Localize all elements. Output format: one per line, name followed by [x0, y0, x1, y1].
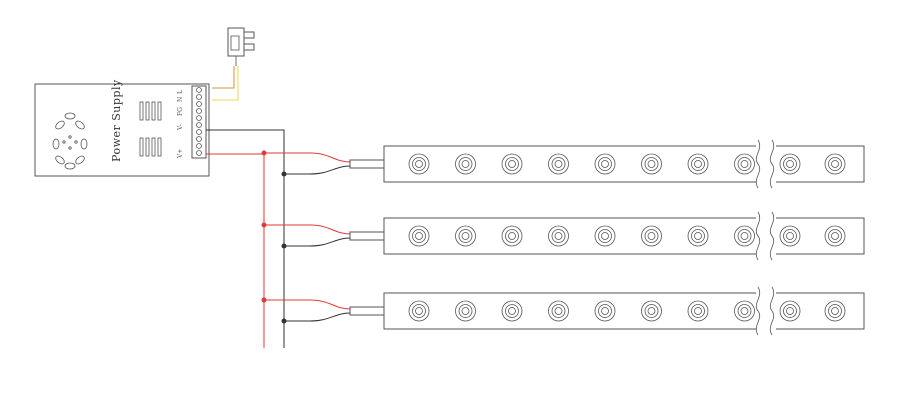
wire-positive: [264, 299, 351, 310]
ac-input-wires: [212, 66, 239, 101]
terminal-label-l: L: [177, 90, 184, 94]
led-icon: [687, 300, 709, 322]
led-icon: [641, 225, 662, 247]
wire-negative: [284, 312, 351, 322]
led-icon: [455, 153, 476, 175]
led-icon: [641, 300, 662, 322]
strip-break-line: [755, 139, 761, 189]
led-icon: [501, 300, 523, 322]
led-icon: [594, 300, 616, 322]
wire-positive: [264, 224, 351, 235]
led-icon: [408, 300, 430, 322]
wire-negative: [284, 165, 351, 175]
strip-break-line: [755, 286, 761, 336]
terminal-label-v-plus: V+: [177, 149, 184, 159]
strip-break-mask: [756, 289, 776, 333]
strip-body: [383, 217, 865, 255]
led-icon: [408, 153, 430, 175]
led-icon: [594, 225, 616, 247]
led-icon: [779, 225, 801, 247]
led-icon: [594, 153, 616, 175]
strip-break-line: [769, 286, 775, 336]
led-icon: [408, 225, 430, 247]
led-strips: [261, 139, 865, 336]
terminal-label-fg: FG: [177, 107, 184, 116]
led-icon: [734, 225, 755, 247]
strip-break-mask: [756, 214, 776, 258]
led-strip: [261, 211, 865, 261]
led-icon: [734, 300, 755, 322]
led-icon: [687, 153, 709, 175]
strip-connector: [349, 231, 385, 241]
power-supply-label: Power Supply: [110, 79, 123, 162]
led-icon: [824, 225, 846, 247]
wire-positive: [264, 152, 351, 163]
dc-bus: [206, 129, 285, 348]
strip-break-line: [769, 211, 775, 261]
led-icon: [824, 153, 846, 175]
led-icon: [641, 153, 662, 175]
fan-grille-icon: [52, 112, 88, 170]
led-icon: [548, 300, 569, 322]
strip-break-line: [769, 139, 775, 189]
terminal-label-n: N: [177, 97, 184, 102]
led-icon: [501, 225, 523, 247]
power-supply: Power Supply V+ V- FG N L: [34, 79, 210, 177]
led-icon: [779, 153, 801, 175]
led-icon: [687, 225, 709, 247]
led-icon: [779, 300, 801, 322]
terminal-block: [191, 85, 207, 159]
wire-negative: [284, 237, 351, 247]
strip-body: [383, 292, 865, 330]
led-icon: [548, 225, 569, 247]
led-icon: [455, 225, 476, 247]
led-strip: [261, 139, 865, 189]
led-icon: [455, 300, 476, 322]
vent-slots: [139, 101, 162, 157]
strip-break-mask: [756, 142, 776, 186]
led-icon: [501, 153, 523, 175]
strip-connector: [349, 159, 385, 169]
strip-body: [383, 145, 865, 183]
led-icon: [548, 153, 569, 175]
led-icon: [824, 300, 846, 322]
strip-connector: [349, 306, 385, 316]
ac-plug-icon: [227, 27, 255, 66]
led-icon: [734, 153, 755, 175]
led-strip: [261, 286, 865, 336]
terminal-label-v-minus: V-: [177, 124, 184, 131]
strip-break-line: [755, 211, 761, 261]
